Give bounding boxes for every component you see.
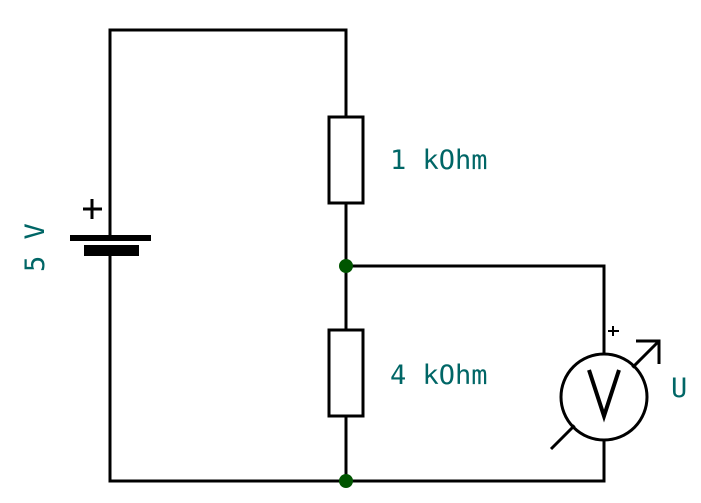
junction-dot (339, 474, 353, 488)
wire-to-voltmeter (346, 264, 606, 353)
source-label: 5 V (20, 223, 51, 272)
wire-top (108, 28, 348, 238)
v-symbol-icon (587, 369, 621, 423)
voltmeter (549, 326, 661, 451)
resistor-1 (327, 115, 365, 205)
resistor-2 (327, 328, 365, 418)
battery-negative-plate (84, 245, 139, 256)
resistor-2-label: 4 kOhm (390, 360, 488, 391)
resistor-1-label: 1 kOhm (390, 145, 488, 176)
junction-dot (339, 259, 353, 273)
plus-icon (608, 326, 619, 336)
wires (108, 28, 606, 483)
arrowhead-icon (636, 339, 661, 364)
plus-icon (83, 199, 102, 219)
battery-positive-plate (70, 235, 151, 241)
wire-battery-bottom (108, 250, 606, 483)
battery (70, 199, 151, 256)
voltmeter-label: U (671, 373, 687, 404)
